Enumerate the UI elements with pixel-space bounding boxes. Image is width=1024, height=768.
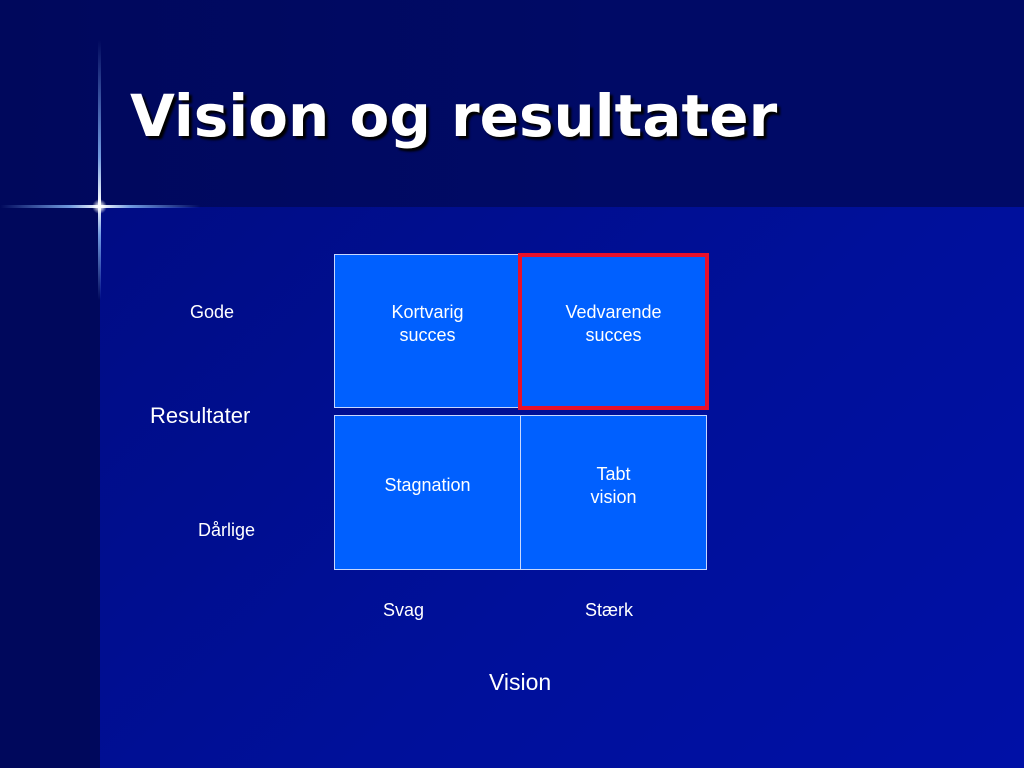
- x-axis-low-label: Svag: [383, 600, 425, 620]
- highlight-frame: [518, 253, 709, 410]
- y-axis-high-label: Gode: [190, 302, 235, 322]
- background-title-band: [0, 0, 1024, 207]
- y-axis-low-label: Dårlige: [198, 520, 256, 540]
- matrix-cell-kortvarig-succes: Kortvarig succes: [334, 254, 521, 408]
- matrix-cell-stagnation: Stagnation: [334, 415, 521, 570]
- x-axis-high-label: Stærk: [585, 600, 634, 620]
- matrix-cell-tabt-vision: Tabt vision: [520, 415, 707, 570]
- slide-title: Vision og resultater: [130, 82, 778, 150]
- x-axis-title: Vision: [489, 669, 552, 695]
- sparkle-icon: [92, 199, 107, 214]
- sparkle-vertical-ray: [98, 40, 101, 300]
- y-axis-title: Resultater: [150, 403, 251, 428]
